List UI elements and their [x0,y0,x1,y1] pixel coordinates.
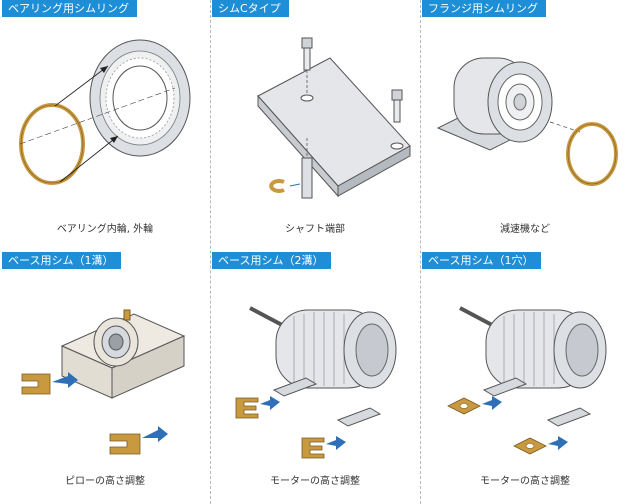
panel-title: フランジ用シムリング [422,0,546,17]
column-divider-2 [420,0,421,504]
panel-title: ベース用シム（1穴） [422,252,542,269]
panel-base-shim-one-slot: ベース用シム（1溝） ピローの高さ調整 [0,252,210,504]
column-divider-1 [210,0,211,504]
panel-base-shim-one-hole: ベース用シム（1穴） モーターの高さ調整 [420,252,630,504]
panel-caption: ベアリング内輪, 外輪 [56,224,154,235]
base-shim-one-hole-illustration [447,306,607,455]
panel-caption: ピローの高さ調整 [65,476,145,487]
panel-flange-shim-ring: フランジ用シムリング 減速機など [420,0,630,252]
base-shim-one-slot-illustration [21,309,186,455]
panel-shim-c-type: シムCタイプ シャフト端部 [210,0,420,252]
flange-shim-ring-illustration [436,57,618,186]
base-shim-two-slot-illustration [235,306,397,459]
panel-caption: シャフト端部 [285,224,345,235]
shim-c-type-illustration [257,37,411,199]
panel-caption: モーターの高さ調整 [270,476,360,487]
bearing-shim-ring-illustration [19,39,191,185]
panel-title: ベース用シム（2溝） [212,252,332,269]
panel-bearing-shim-ring: ベアリング用シムリング ベアリング内輪, 外輪 [0,0,210,252]
panel-title: ベアリング用シムリング [2,0,137,17]
panel-title: シムCタイプ [212,0,289,17]
panel-base-shim-two-slot: ベース用シム（2溝） モーターの高さ調整 [210,252,420,504]
panel-caption: 減速機など [500,224,550,235]
panel-title: ベース用シム（1溝） [2,252,122,269]
panel-caption: モーターの高さ調整 [480,476,570,487]
